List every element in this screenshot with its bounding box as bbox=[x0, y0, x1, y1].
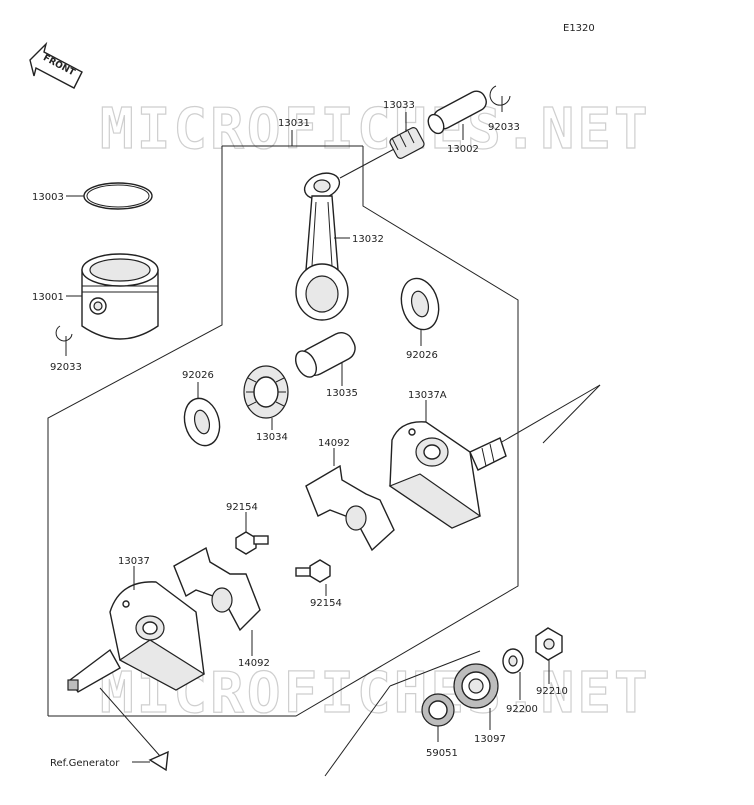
label-92033-left: 92033 bbox=[50, 362, 82, 373]
drive-gear bbox=[421, 693, 455, 727]
needle-bearing-large bbox=[243, 365, 289, 419]
label-92200: 92200 bbox=[506, 704, 538, 715]
washer bbox=[502, 648, 524, 674]
crankshaft-half-right bbox=[388, 421, 507, 529]
label-13002: 13002 bbox=[447, 144, 479, 155]
label-13033: 13033 bbox=[383, 100, 415, 111]
reference-arrow-icon bbox=[148, 750, 169, 772]
label-13037: 13037 bbox=[118, 556, 150, 567]
label-92033-top: 92033 bbox=[488, 122, 520, 133]
diagram-code: E1320 bbox=[563, 23, 595, 34]
flange-nut bbox=[535, 627, 563, 661]
needle-bearing-small bbox=[389, 127, 425, 159]
label-13097: 13097 bbox=[474, 734, 506, 745]
front-arrow-icon: FRONT bbox=[29, 41, 83, 89]
piston bbox=[81, 253, 159, 340]
thrust-washer-right bbox=[400, 277, 440, 331]
leader-lines bbox=[65, 96, 550, 742]
watermark-top: MICROFICHES.NET bbox=[100, 97, 651, 162]
piston-ring bbox=[83, 182, 153, 210]
label-92026-left: 92026 bbox=[182, 370, 214, 381]
label-13034: 13034 bbox=[256, 432, 288, 443]
bolt-bottom bbox=[295, 559, 331, 583]
label-13035: 13035 bbox=[326, 388, 358, 399]
crank-weight-bottom bbox=[173, 546, 261, 632]
label-13032: 13032 bbox=[352, 234, 384, 245]
crank-weight-top bbox=[305, 464, 395, 552]
connecting-rod bbox=[295, 172, 349, 321]
label-59051: 59051 bbox=[426, 748, 458, 759]
label-14092-bottom: 14092 bbox=[238, 658, 270, 669]
thrust-washer-left bbox=[183, 397, 221, 447]
assembly-outline bbox=[47, 130, 601, 777]
label-92026-right: 92026 bbox=[406, 350, 438, 361]
primary-gear bbox=[453, 663, 499, 709]
ref-generator-label: Ref.Generator bbox=[50, 758, 120, 769]
label-13031: 13031 bbox=[278, 118, 310, 129]
crankshaft-half-left bbox=[67, 581, 206, 693]
circlip-top bbox=[489, 85, 511, 106]
circlip-left bbox=[55, 325, 73, 342]
label-92154-top: 92154 bbox=[226, 502, 258, 513]
label-92210: 92210 bbox=[536, 686, 568, 697]
bolt-top bbox=[235, 531, 269, 555]
crank-pin bbox=[294, 332, 356, 378]
label-14092-top: 14092 bbox=[318, 438, 350, 449]
label-92154-bottom: 92154 bbox=[310, 598, 342, 609]
label-13037A: 13037A bbox=[408, 390, 447, 401]
piston-pin bbox=[427, 90, 487, 135]
label-13001: 13001 bbox=[32, 292, 64, 303]
label-13003: 13003 bbox=[32, 192, 64, 203]
